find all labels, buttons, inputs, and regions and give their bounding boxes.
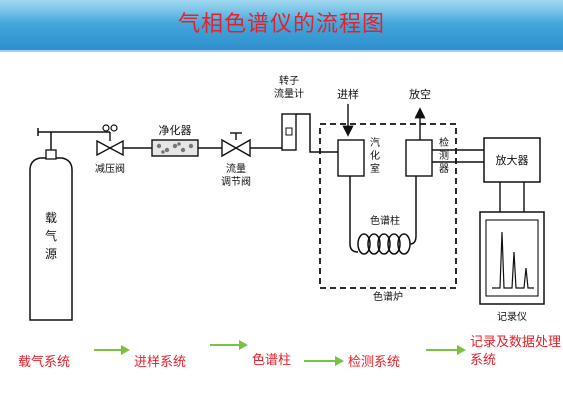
purifier-label: 净化器 <box>159 123 192 137</box>
title-banner: 气相色谱仪的流程图 <box>0 0 563 52</box>
detector-label-2: 测 <box>439 149 449 162</box>
flow-step-injection: 进样系统 <box>134 355 187 370</box>
oven-label: 色谱炉 <box>373 290 403 303</box>
carrier-gas-cylinder: 载 气 源 <box>29 128 110 321</box>
amplifier: 放大器 <box>483 137 541 183</box>
rotameter: 转子 流量计 <box>274 74 304 151</box>
rotameter-label-1: 转子 <box>279 74 299 87</box>
rotameter-label-2: 流量计 <box>274 87 304 100</box>
cylinder-label-2: 气 <box>45 228 57 243</box>
pressure-valve-label: 减压阀 <box>95 162 125 175</box>
injection-label: 进样 <box>337 87 359 101</box>
vaporizer-label-3: 室 <box>370 162 380 175</box>
vaporizer-label-2: 化 <box>370 149 380 162</box>
flow-step-recording: 记录及数据处理系统 <box>470 335 562 368</box>
cylinder-label-1: 载 <box>45 211 57 225</box>
flow-arrow-1 <box>94 345 130 355</box>
recorder: 记录仪 <box>479 211 545 323</box>
vent-label: 放空 <box>409 87 431 101</box>
recorder-label: 记录仪 <box>497 311 527 323</box>
cylinder-label-3: 源 <box>45 247 57 261</box>
flow-valve-label-2: 调节阀 <box>221 175 251 188</box>
vaporizer-chamber: 汽 化 室 <box>337 136 380 177</box>
flow-arrow-2 <box>210 340 248 350</box>
pressure-reducing-valve: 减压阀 <box>95 124 125 175</box>
flow-arrow-3 <box>304 356 344 366</box>
slide-title: 气相色谱仪的流程图 <box>177 12 385 37</box>
vaporizer-label-1: 汽 <box>370 136 380 149</box>
detector-label-3: 器 <box>439 163 449 175</box>
chromatography-column-coil <box>357 233 411 255</box>
flow-valve-label-1: 流量 <box>226 162 246 175</box>
flow-step-carrier-gas: 载气系统 <box>18 355 71 370</box>
flow-arrow-4 <box>426 345 466 355</box>
flow-step-column: 色谱柱 <box>252 353 292 368</box>
detector: 检 测 器 <box>405 136 449 177</box>
detector-label-1: 检 <box>439 136 449 149</box>
column-label: 色谱柱 <box>370 214 400 227</box>
purifier: 净化器 <box>151 123 199 157</box>
amplifier-label: 放大器 <box>496 153 529 167</box>
banner-glow <box>0 0 563 22</box>
flow-regulating-valve: 流量 调节阀 <box>221 132 251 188</box>
flow-step-detection: 检测系统 <box>348 355 401 370</box>
